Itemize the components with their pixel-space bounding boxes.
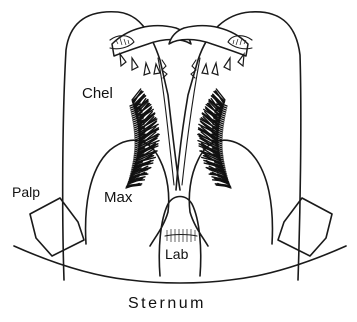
right-cheliceral-teeth <box>202 54 244 75</box>
left-maxillary-hair-tuft <box>126 89 159 188</box>
right-maxilla <box>189 140 272 246</box>
left-tooth-2 <box>132 58 138 70</box>
left-tooth-1 <box>120 54 126 66</box>
right-palp-segment <box>278 198 332 256</box>
right-tooth-2 <box>224 58 230 70</box>
labium-setae-line <box>165 235 197 237</box>
right-tooth-4 <box>202 64 208 74</box>
labium-setae <box>167 229 195 242</box>
right-chelicera-inner-margin <box>182 58 200 185</box>
right-tooth-3 <box>212 63 218 75</box>
right-maxillary-hair-tuft <box>198 89 231 188</box>
maxilla-label: Max <box>104 190 132 205</box>
labium-label: Lab <box>165 247 188 261</box>
chelicera-label: Chel <box>82 86 113 101</box>
left-tooth-3 <box>144 63 150 75</box>
left-palp-segment <box>30 198 84 256</box>
right-tooth-1 <box>238 54 244 66</box>
left-cheliceral-teeth <box>120 54 160 75</box>
sternum-label: Sternum <box>128 296 206 312</box>
palp-label: Palp <box>12 185 40 199</box>
